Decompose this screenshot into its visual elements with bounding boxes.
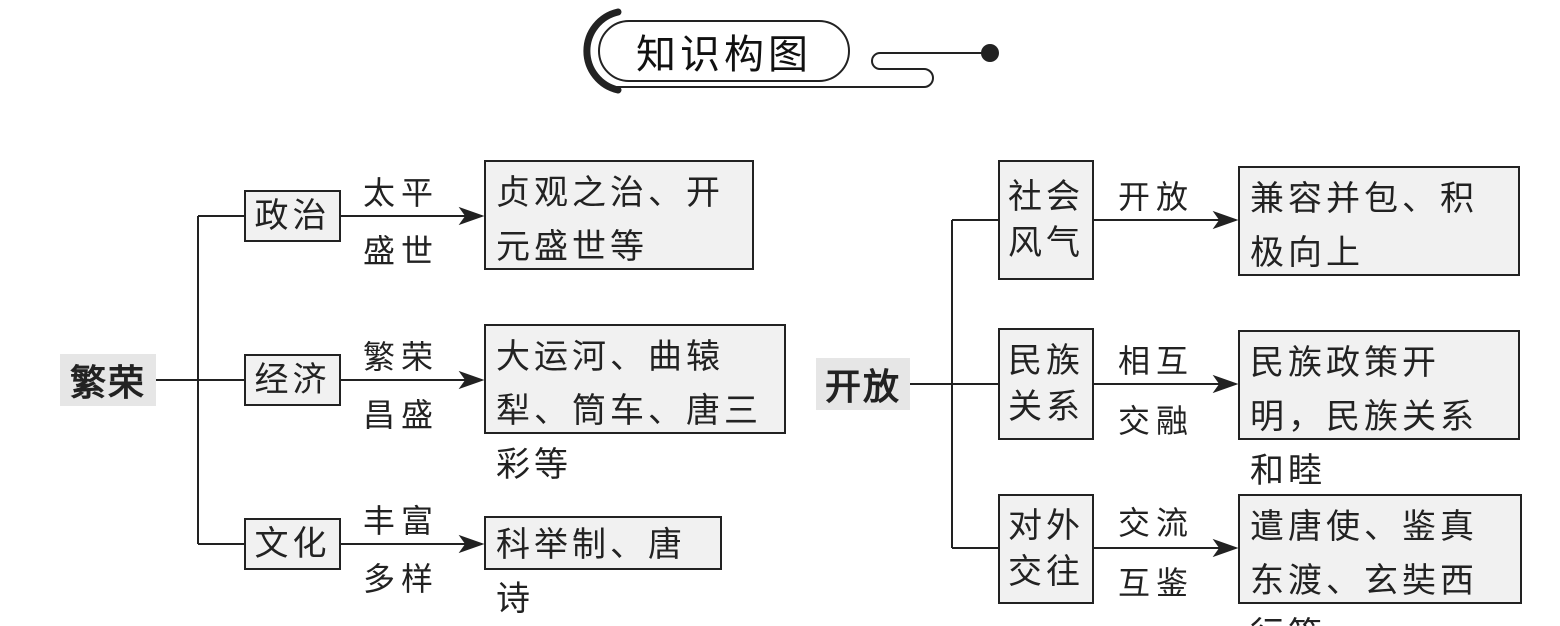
root-node-prosperity: 繁荣 — [60, 354, 156, 406]
edge-label-top: 丰富 — [363, 502, 440, 540]
root-node-openness: 开放 — [816, 358, 910, 410]
right-tree-lines — [910, 210, 1239, 558]
edge-label-bottom: 多样 — [363, 560, 440, 598]
result-politics: 贞观之治、开元盛世等 — [484, 160, 754, 270]
category-ethnic-relations: 民族关系 — [998, 328, 1094, 440]
category-economy: 经济 — [244, 354, 341, 406]
category-foreign-exchange: 对外交往 — [998, 494, 1094, 604]
title-decoration — [583, 8, 999, 94]
title-dot-icon — [981, 44, 999, 62]
category-politics: 政治 — [244, 190, 341, 242]
edge-label-top: 太平 — [363, 174, 440, 212]
edge-label-top: 繁荣 — [363, 338, 440, 376]
page-title: 知识构图 — [598, 20, 850, 82]
category-culture: 文化 — [244, 518, 341, 570]
edge-label-bottom: 互鉴 — [1118, 564, 1195, 602]
result-social-atmosphere: 兼容并包、积极向上 — [1238, 166, 1520, 276]
result-ethnic-relations: 民族政策开明，民族关系和睦 — [1238, 330, 1520, 491]
result-foreign-exchange: 遣唐使、鉴真东渡、玄奘西行等 — [1238, 494, 1522, 626]
category-social-atmosphere: 社会风气 — [998, 160, 1094, 280]
left-tree-lines — [156, 206, 485, 554]
edge-label-top: 交流 — [1118, 504, 1195, 542]
edge-label-top: 开放 — [1118, 178, 1195, 216]
result-culture: 科举制、唐诗 — [484, 516, 722, 619]
edge-label-bottom: 昌盛 — [363, 396, 440, 434]
edge-label-top: 相互 — [1118, 342, 1195, 380]
edge-label-bottom: 盛世 — [363, 232, 440, 270]
result-economy: 大运河、曲辕犁、筒车、唐三彩等 — [484, 324, 786, 485]
edge-label-bottom: 交融 — [1118, 402, 1195, 440]
